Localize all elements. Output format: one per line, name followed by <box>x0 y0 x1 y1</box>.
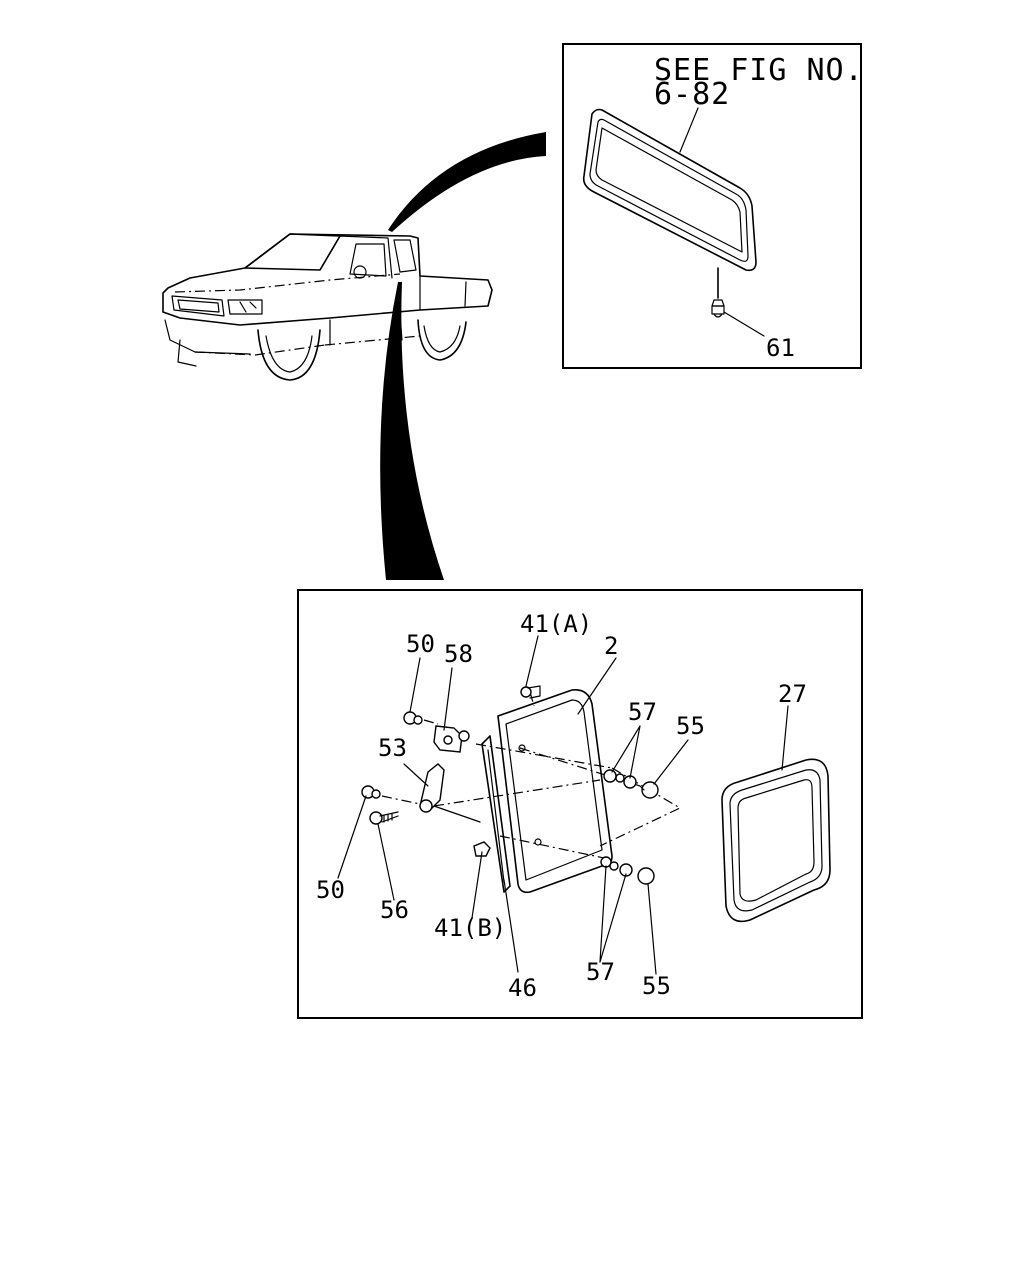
bracket-58-icon <box>433 725 470 753</box>
leader-swoosh-lower <box>380 282 444 580</box>
clip-41b-icon <box>473 841 491 857</box>
fig-number: 6-82 <box>654 77 730 112</box>
leader-lines <box>337 635 789 975</box>
rubber-seal-27 <box>721 758 831 923</box>
callout-2: 2 <box>604 632 618 660</box>
washer-57-bottom-icon <box>600 856 633 877</box>
screw-61-icon <box>711 267 725 318</box>
bracket-53-icon <box>419 763 445 813</box>
sliding-glass-panel <box>497 688 613 894</box>
callout-53: 53 <box>378 734 407 762</box>
callout-57-bottom: 57 <box>586 958 615 986</box>
callout-27: 27 <box>778 680 807 708</box>
callout-50-top: 50 <box>406 630 435 658</box>
truck-illustration <box>162 233 493 381</box>
callout-41a: 41(A) <box>520 610 592 638</box>
callout-50-bottom: 50 <box>316 876 345 904</box>
leader-fig-number <box>679 107 699 153</box>
knob-55-bottom-icon <box>637 867 655 885</box>
weatherstrip-46 <box>481 735 511 893</box>
see-fig-label: SEE FIG NO. <box>654 53 864 88</box>
lower-inset-frame <box>297 589 863 1019</box>
callout-57-top: 57 <box>628 698 657 726</box>
knob-55-top-icon <box>639 781 659 799</box>
nut-50-top-icon <box>403 711 439 725</box>
nut-50-bottom-icon <box>361 785 421 805</box>
back-window-frame <box>582 108 757 272</box>
upper-inset-frame <box>562 43 862 369</box>
callout-55-top: 55 <box>676 712 705 740</box>
screw-56-icon <box>369 811 399 825</box>
callout-61: 61 <box>766 334 795 362</box>
callout-41b: 41(B) <box>434 914 506 942</box>
leader-swoosh-upper <box>388 132 546 232</box>
upper-inset: SEE FIG NO. 6-82 61 <box>562 43 864 369</box>
lower-inset: 41(A) 2 50 58 57 55 27 53 50 56 41(B) 46… <box>297 589 863 1019</box>
callout-56: 56 <box>380 896 409 924</box>
clip-41a-icon <box>520 685 541 699</box>
callout-46: 46 <box>508 974 537 1002</box>
leader-61 <box>723 311 765 337</box>
washer-57-top-icon <box>603 769 637 789</box>
callout-55-bottom: 55 <box>642 972 671 1000</box>
callout-58: 58 <box>444 640 473 668</box>
